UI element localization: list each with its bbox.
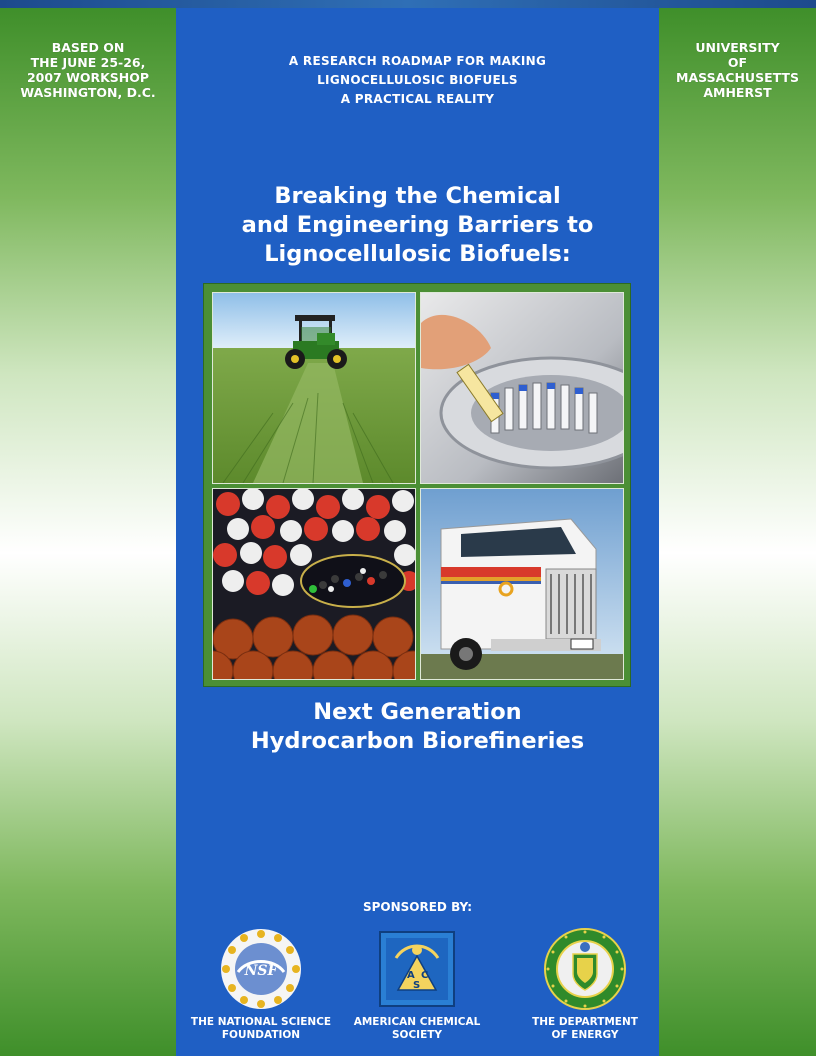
- svg-text:NSF: NSF: [244, 963, 279, 979]
- doe-seal-icon: [544, 928, 626, 1010]
- subtitle-line: Hydrocarbon Biorefineries: [250, 728, 585, 754]
- sponsor-label: AMERICAN CHEMICAL SOCIETY: [342, 1016, 492, 1042]
- molecule-catalyst-photo: [212, 488, 416, 680]
- tractor-field-photo: [212, 292, 416, 484]
- svg-text:A: A: [407, 970, 415, 981]
- university-line: UNIVERSITY: [695, 40, 780, 55]
- sponsor-nsf: NSF THE NATIONAL SCIENCE FOUNDATION: [186, 928, 336, 1042]
- sponsor-label: THE NATIONAL SCIENCE FOUNDATION: [186, 1016, 336, 1042]
- university-info: UNIVERSITY OF MASSACHUSETTS AMHERST: [659, 40, 816, 100]
- lab-pipette-photo: [420, 292, 624, 484]
- right-panel: UNIVERSITY OF MASSACHUSETTS AMHERST: [659, 8, 816, 1056]
- subtitle-line: LIGNOCELLULOSIC BIOFUELS: [317, 73, 518, 87]
- roadmap-subtitle: A RESEARCH ROADMAP FOR MAKING LIGNOCELLU…: [176, 52, 659, 109]
- workshop-line: BASED ON: [51, 40, 125, 55]
- workshop-line: 2007 WORKSHOP: [26, 70, 150, 85]
- center-panel: A RESEARCH ROADMAP FOR MAKING LIGNOCELLU…: [176, 8, 659, 1056]
- sponsor-acs: A C S AMERICAN CHEMICAL SOCIETY: [342, 928, 492, 1042]
- subtitle-line: Next Generation: [313, 699, 522, 725]
- subtitle-line: A RESEARCH ROADMAP FOR MAKING: [288, 54, 547, 68]
- university-line: AMHERST: [703, 85, 772, 100]
- university-line: MASSACHUSETTS: [676, 70, 799, 85]
- title-line: and Engineering Barriers to: [241, 212, 594, 238]
- nsf-logo-icon: NSF: [220, 928, 302, 1010]
- sponsor-label: THE DEPARTMENT OF ENERGY: [510, 1016, 660, 1042]
- sponsor-line: FOUNDATION: [221, 1029, 301, 1041]
- acs-logo-icon: A C S: [376, 928, 458, 1010]
- title-line: Breaking the Chemical: [274, 183, 561, 209]
- sponsor-line: OF ENERGY: [551, 1029, 619, 1041]
- university-line: OF: [727, 55, 748, 70]
- sponsored-by-label: SPONSORED BY:: [362, 900, 473, 914]
- workshop-line: THE JUNE 25-26,: [30, 55, 146, 70]
- sponsor-line: AMERICAN CHEMICAL: [353, 1016, 481, 1028]
- subtitle-line: A PRACTICAL REALITY: [340, 92, 495, 106]
- svg-text:S: S: [413, 980, 420, 991]
- svg-text:C: C: [421, 970, 428, 981]
- workshop-line: WASHINGTON, D.C.: [20, 85, 156, 100]
- workshop-info: BASED ON THE JUNE 25-26, 2007 WORKSHOP W…: [0, 40, 176, 100]
- sponsor-doe: THE DEPARTMENT OF ENERGY: [510, 928, 660, 1042]
- top-bar: [0, 0, 816, 8]
- semi-truck-photo: [420, 488, 624, 680]
- left-panel: BASED ON THE JUNE 25-26, 2007 WORKSHOP W…: [0, 8, 176, 1056]
- report-title: Breaking the Chemical and Engineering Ba…: [176, 182, 659, 269]
- sponsor-line: SOCIETY: [391, 1029, 443, 1041]
- title-line: Lignocellulosic Biofuels:: [264, 241, 571, 267]
- photo-collage: [204, 284, 630, 686]
- sponsor-line: THE DEPARTMENT: [532, 1016, 638, 1028]
- sponsor-line: THE NATIONAL SCIENCE: [190, 1016, 332, 1028]
- report-subtitle: Next Generation Hydrocarbon Biorefinerie…: [176, 698, 659, 756]
